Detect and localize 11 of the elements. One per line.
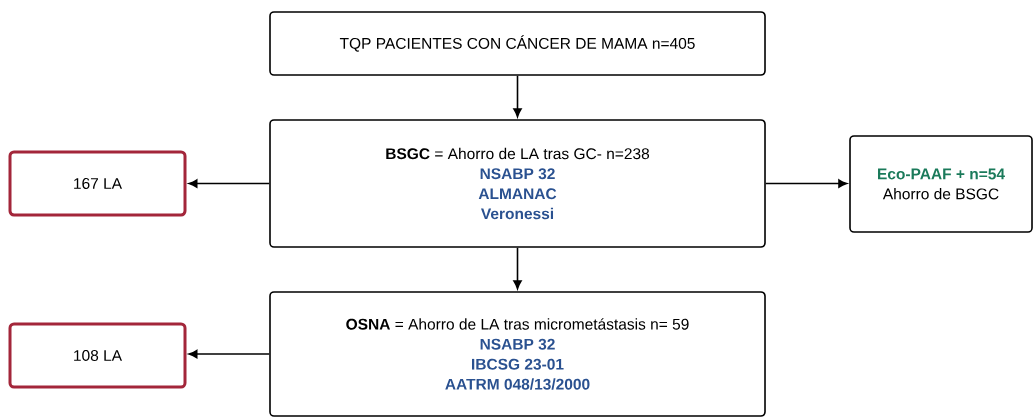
process-box: OSNA = Ahorro de LA tras micrometástasis n= 59 NSABP 32 IBCSG 23-01 AATRM 048/13/2000 — [269, 291, 766, 417]
outcome-box: 167 LA — [8, 150, 187, 217]
arrow — [188, 179, 270, 188]
arrow — [513, 247, 522, 290]
process-box: Eco-PAAF + n=54 Ahorro de BSGC — [849, 135, 1033, 233]
process-box: BSGC = Ahorro de LA tras GC- n=238 NSABP 32 ALMANAC Veronessi — [269, 119, 766, 248]
outcome-box: 108 LA — [8, 322, 187, 389]
arrow — [513, 75, 522, 118]
arrow — [765, 179, 848, 188]
arrow — [188, 349, 270, 359]
process-box: TQP PACIENTES CON CÁNCER DE MAMA n=405 — [269, 11, 766, 76]
